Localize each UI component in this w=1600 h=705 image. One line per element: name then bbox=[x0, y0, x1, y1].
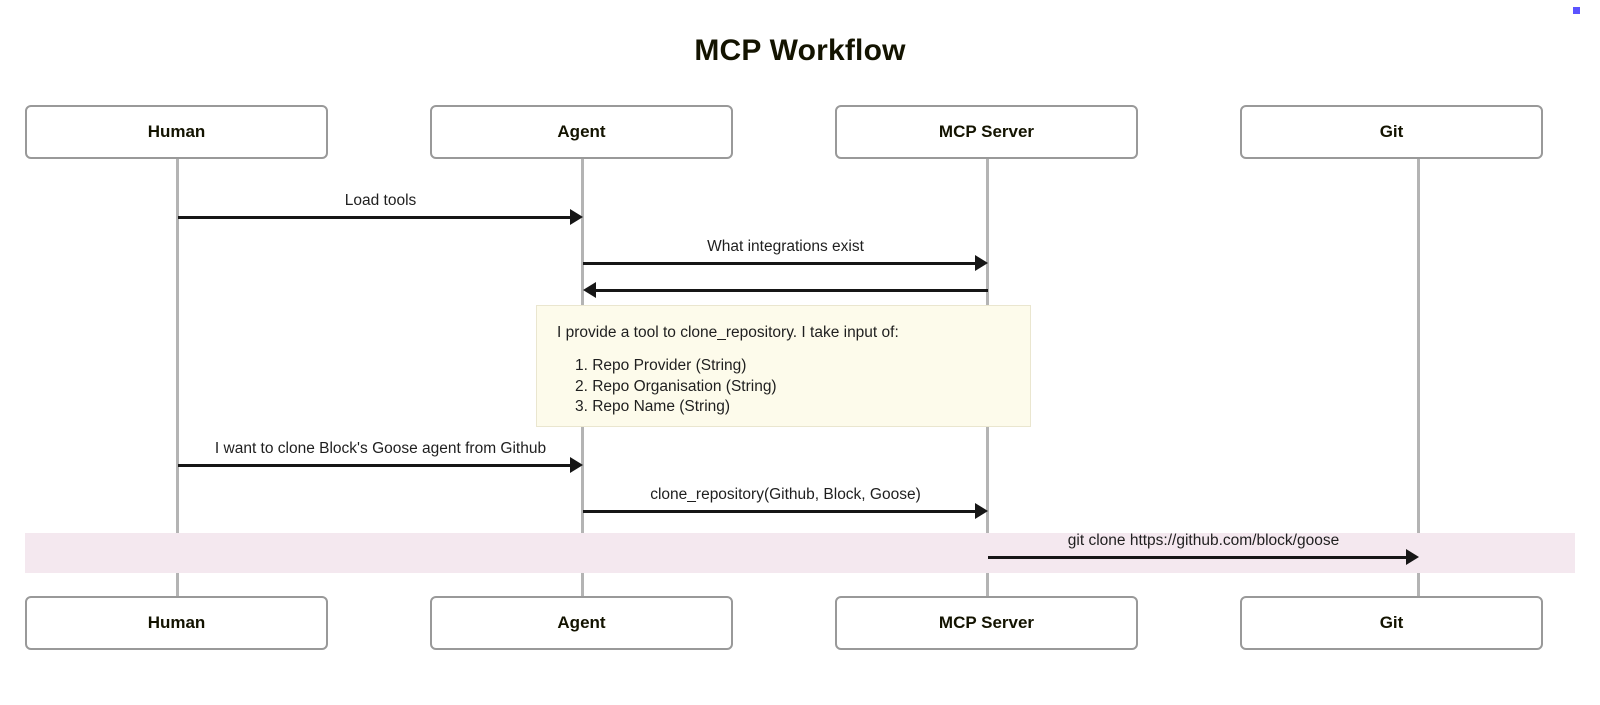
actor-label: Human bbox=[147, 122, 206, 141]
highlight-band bbox=[25, 533, 1575, 573]
message-line-clone-request bbox=[178, 464, 570, 467]
arrow-head-left-icon bbox=[583, 282, 596, 298]
actor-box-agent-top[interactable]: Agent bbox=[430, 105, 733, 159]
arrow-head-right-icon bbox=[975, 255, 988, 271]
actor-box-mcp-server-top[interactable]: MCP Server bbox=[835, 105, 1138, 159]
lifeline-git bbox=[1417, 159, 1420, 596]
message-label-clone-repository-call: clone_repository(Github, Block, Goose) bbox=[650, 486, 921, 503]
actor-label: Git bbox=[1379, 122, 1404, 141]
actor-box-git-top[interactable]: Git bbox=[1240, 105, 1543, 159]
actor-box-human-bottom[interactable]: Human bbox=[25, 596, 328, 650]
note-item-list: 1. Repo Provider (String) 2. Repo Organi… bbox=[557, 356, 1010, 418]
actor-label: Human bbox=[147, 613, 206, 632]
actor-box-agent-bottom[interactable]: Agent bbox=[430, 596, 733, 650]
message-label-load-tools: Load tools bbox=[344, 192, 417, 209]
actor-label: MCP Server bbox=[938, 122, 1035, 141]
selection-marker-dot[interactable] bbox=[1573, 7, 1580, 14]
message-label-clone-request: I want to clone Block's Goose agent from… bbox=[214, 440, 547, 457]
lifeline-human bbox=[176, 159, 179, 596]
actor-label: Agent bbox=[557, 613, 606, 632]
note-clone-repository-tool: I provide a tool to clone_repository. I … bbox=[536, 305, 1031, 427]
actor-label: Git bbox=[1379, 613, 1404, 632]
note-list-item: 1. Repo Provider (String) bbox=[575, 357, 747, 374]
message-label-git-clone: git clone https://github.com/block/goose bbox=[1067, 532, 1340, 549]
actor-label: MCP Server bbox=[938, 613, 1035, 632]
note-list-item: 3. Repo Name (String) bbox=[575, 398, 731, 415]
message-line-load-tools bbox=[178, 216, 570, 219]
message-line-clone-repository-call bbox=[583, 510, 975, 513]
arrow-head-right-icon bbox=[975, 503, 988, 519]
message-line-what-integrations-exist bbox=[583, 262, 975, 265]
actor-box-git-bottom[interactable]: Git bbox=[1240, 596, 1543, 650]
note-list-item: 2. Repo Organisation (String) bbox=[575, 377, 777, 395]
actor-box-human-top[interactable]: Human bbox=[25, 105, 328, 159]
arrow-head-right-icon bbox=[570, 209, 583, 225]
message-line-return-tools bbox=[596, 289, 988, 292]
note-heading: I provide a tool to clone_repository. I … bbox=[557, 324, 899, 341]
page-title: MCP Workflow bbox=[694, 34, 906, 67]
actor-box-mcp-server-bottom[interactable]: MCP Server bbox=[835, 596, 1138, 650]
arrow-head-right-icon bbox=[1406, 549, 1419, 565]
message-line-git-clone bbox=[988, 556, 1406, 559]
arrow-head-right-icon bbox=[570, 457, 583, 473]
message-label-what-integrations-exist: What integrations exist bbox=[707, 238, 864, 255]
actor-label: Agent bbox=[557, 122, 606, 141]
